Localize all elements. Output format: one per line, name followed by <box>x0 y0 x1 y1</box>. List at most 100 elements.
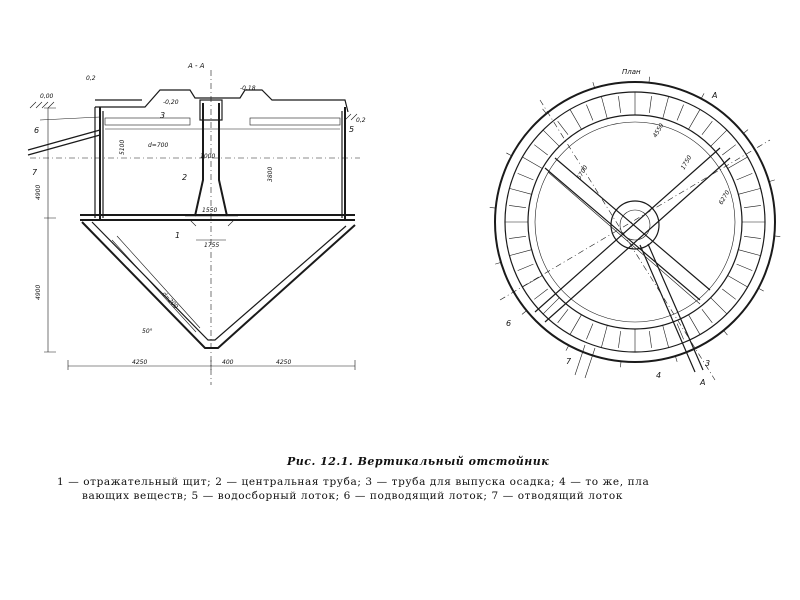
outer-tick <box>700 93 705 99</box>
outer-tick <box>758 287 764 292</box>
tray-rib <box>586 323 594 340</box>
tray-rib <box>710 129 728 147</box>
tray-rib <box>676 104 684 121</box>
outer-tick <box>675 355 678 362</box>
dimension-label: 1550 <box>202 207 217 214</box>
tray-rib <box>649 96 652 113</box>
pipe-label: d=700 <box>148 142 168 149</box>
tray-rib <box>569 109 582 130</box>
dimension-label: 4900 <box>35 185 42 200</box>
tray-rib <box>701 121 713 135</box>
tray-rib <box>738 188 761 195</box>
callout: 5 <box>349 125 354 134</box>
tray-rib <box>509 236 526 239</box>
section-title: А - А <box>187 62 205 70</box>
sludge-pipe-label: d=200 <box>161 291 180 311</box>
tray-rib <box>509 205 526 208</box>
tray-rib <box>744 205 761 208</box>
tray-rib <box>738 249 761 256</box>
outer-tick <box>743 129 749 134</box>
plan-callout: 7 <box>566 357 572 366</box>
tray-rib <box>534 144 548 156</box>
outer-tick <box>768 179 775 182</box>
callout: 2 <box>182 173 187 182</box>
legend-line: вающих веществ; 5 — водосборный лоток; 6… <box>82 490 623 502</box>
tray-rib <box>601 96 608 119</box>
tray-rib <box>744 236 761 239</box>
dimension-label: 1000 <box>200 153 215 160</box>
tray-rib <box>710 297 728 315</box>
outer-tick <box>648 76 650 83</box>
tray-rib <box>569 314 582 335</box>
plan-dimension-label: 1750 <box>680 154 694 171</box>
tray-rib <box>722 288 736 300</box>
tray-rib <box>736 173 753 181</box>
outer-tick <box>542 108 547 114</box>
outer-tick <box>774 235 781 237</box>
dimension-label: 3800 <box>267 167 274 182</box>
tray-rib <box>618 331 621 348</box>
level-label: 0,2 <box>356 117 366 124</box>
dimension-label: 4900 <box>35 285 42 300</box>
outer-tick <box>723 330 728 336</box>
plan-callout: 3 <box>705 359 710 368</box>
tray-rib <box>662 325 669 348</box>
dimension-label: 1755 <box>204 242 219 249</box>
tray-rib <box>586 104 594 121</box>
tray-rib <box>688 314 701 335</box>
dimension-label: 5100 <box>119 140 126 155</box>
section-mark: А <box>699 378 705 387</box>
outer-tick <box>565 345 570 351</box>
tray-rib <box>517 173 534 181</box>
tray-rib <box>601 325 608 348</box>
section-mark: А <box>711 91 717 100</box>
level-label: 0,00 <box>40 93 54 100</box>
plan-dimension-label: 4550 <box>652 122 666 139</box>
plan-dimension-label: 5700 <box>576 164 590 181</box>
tray-rib <box>676 323 684 340</box>
tray-rib <box>557 121 569 135</box>
plan-title: План <box>622 68 641 76</box>
tray-rib <box>688 109 701 130</box>
tray-rib <box>727 156 748 169</box>
tray-rib <box>701 309 713 323</box>
callout: 1 <box>175 231 180 240</box>
tray-rib <box>618 96 621 113</box>
plan-dimension-label: 6270 <box>718 189 732 206</box>
plan-callout: 6 <box>506 319 511 328</box>
tray-rib <box>542 129 560 147</box>
tray-rib <box>649 331 652 348</box>
tray-rib <box>727 275 748 288</box>
outer-tick <box>620 361 622 368</box>
tray-rib <box>534 288 548 300</box>
outer-tick <box>495 262 502 265</box>
tray-rib <box>542 297 560 315</box>
plan-callout: 4 <box>656 371 661 380</box>
level-label: -0,18 <box>240 85 256 92</box>
section-view: А - А 0,2 0,00 -0,20 -0,18 0,2 4900 5100… <box>27 62 366 385</box>
outer-tick <box>592 82 595 89</box>
tray-rib <box>517 263 534 271</box>
dimension-label: 4250 <box>276 359 291 366</box>
caption-title: Рис. 12.1. Вертикальный отстойник <box>287 455 550 468</box>
tray-rib <box>722 144 736 156</box>
level-label: -0,20 <box>163 99 179 106</box>
tray-rib <box>736 263 753 271</box>
dimension-label: 400 <box>222 359 234 366</box>
outer-tick <box>521 310 527 315</box>
tray-rib <box>662 96 669 119</box>
tray-rib <box>522 156 543 169</box>
level-label: 0,2 <box>86 75 96 82</box>
callout: 3 <box>160 111 165 120</box>
tray-rib <box>557 309 569 323</box>
plan-view: План 5700 4550 1750 6270 А А 3 4 6 7 <box>489 68 781 387</box>
tray-rib <box>509 188 532 195</box>
angle-label: 50° <box>142 328 153 335</box>
outer-tick <box>506 152 512 157</box>
dimension-label: 4250 <box>132 359 147 366</box>
callout: 6 <box>34 126 39 135</box>
legend-line: 1 — отражательный щит; 2 — центральная т… <box>57 476 650 488</box>
callout: 7 <box>32 168 38 177</box>
outer-tick <box>489 207 496 209</box>
